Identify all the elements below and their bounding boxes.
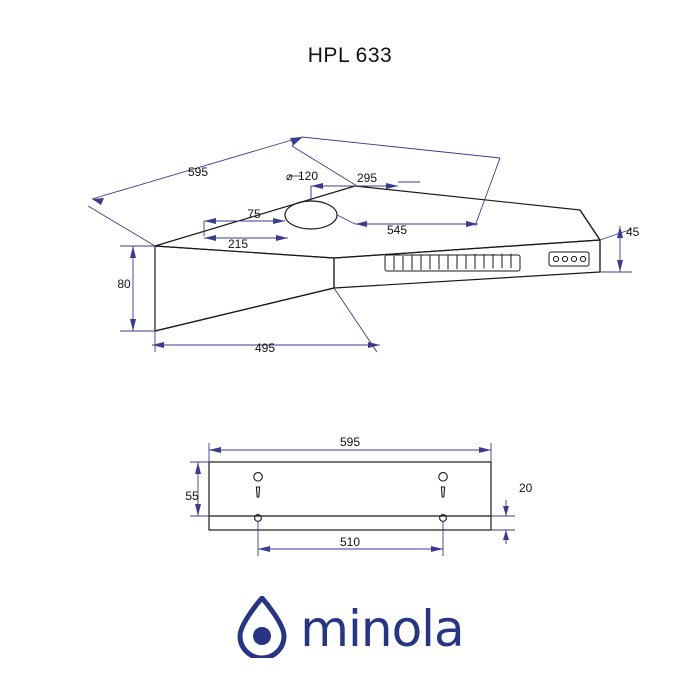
dim-75: 75 <box>247 207 261 221</box>
dim-595-perspective: 595 <box>188 165 208 179</box>
grille-slots <box>384 253 521 272</box>
dim-55: 55 <box>185 489 199 503</box>
perspective-dimension-lines <box>87 136 633 353</box>
page-title: HPL 633 <box>307 44 393 67</box>
dim-80: 80 <box>117 277 131 291</box>
hood-rear-outline <box>208 461 492 531</box>
control-buttons <box>548 251 590 267</box>
dim-510: 510 <box>340 535 360 549</box>
brand-name: minola <box>300 600 464 658</box>
dim-120-diameter: 120 <box>298 169 318 183</box>
water-drop-icon <box>237 596 287 658</box>
keyhole-mounts <box>253 472 448 522</box>
rear-dimension-lines <box>190 443 515 556</box>
dim-20: 20 <box>519 481 533 495</box>
dim-595-rear: 595 <box>340 435 360 449</box>
hood-perspective-outline <box>154 185 601 332</box>
duct-outlet <box>284 200 338 230</box>
dim-diameter-symbol: ⌀ <box>286 171 293 183</box>
dim-495: 495 <box>255 341 275 355</box>
dim-45: 45 <box>626 225 640 239</box>
dim-545: 545 <box>387 223 407 237</box>
brand-logo: minola <box>0 596 700 663</box>
dim-215: 215 <box>228 237 248 251</box>
dim-295: 295 <box>357 171 377 185</box>
